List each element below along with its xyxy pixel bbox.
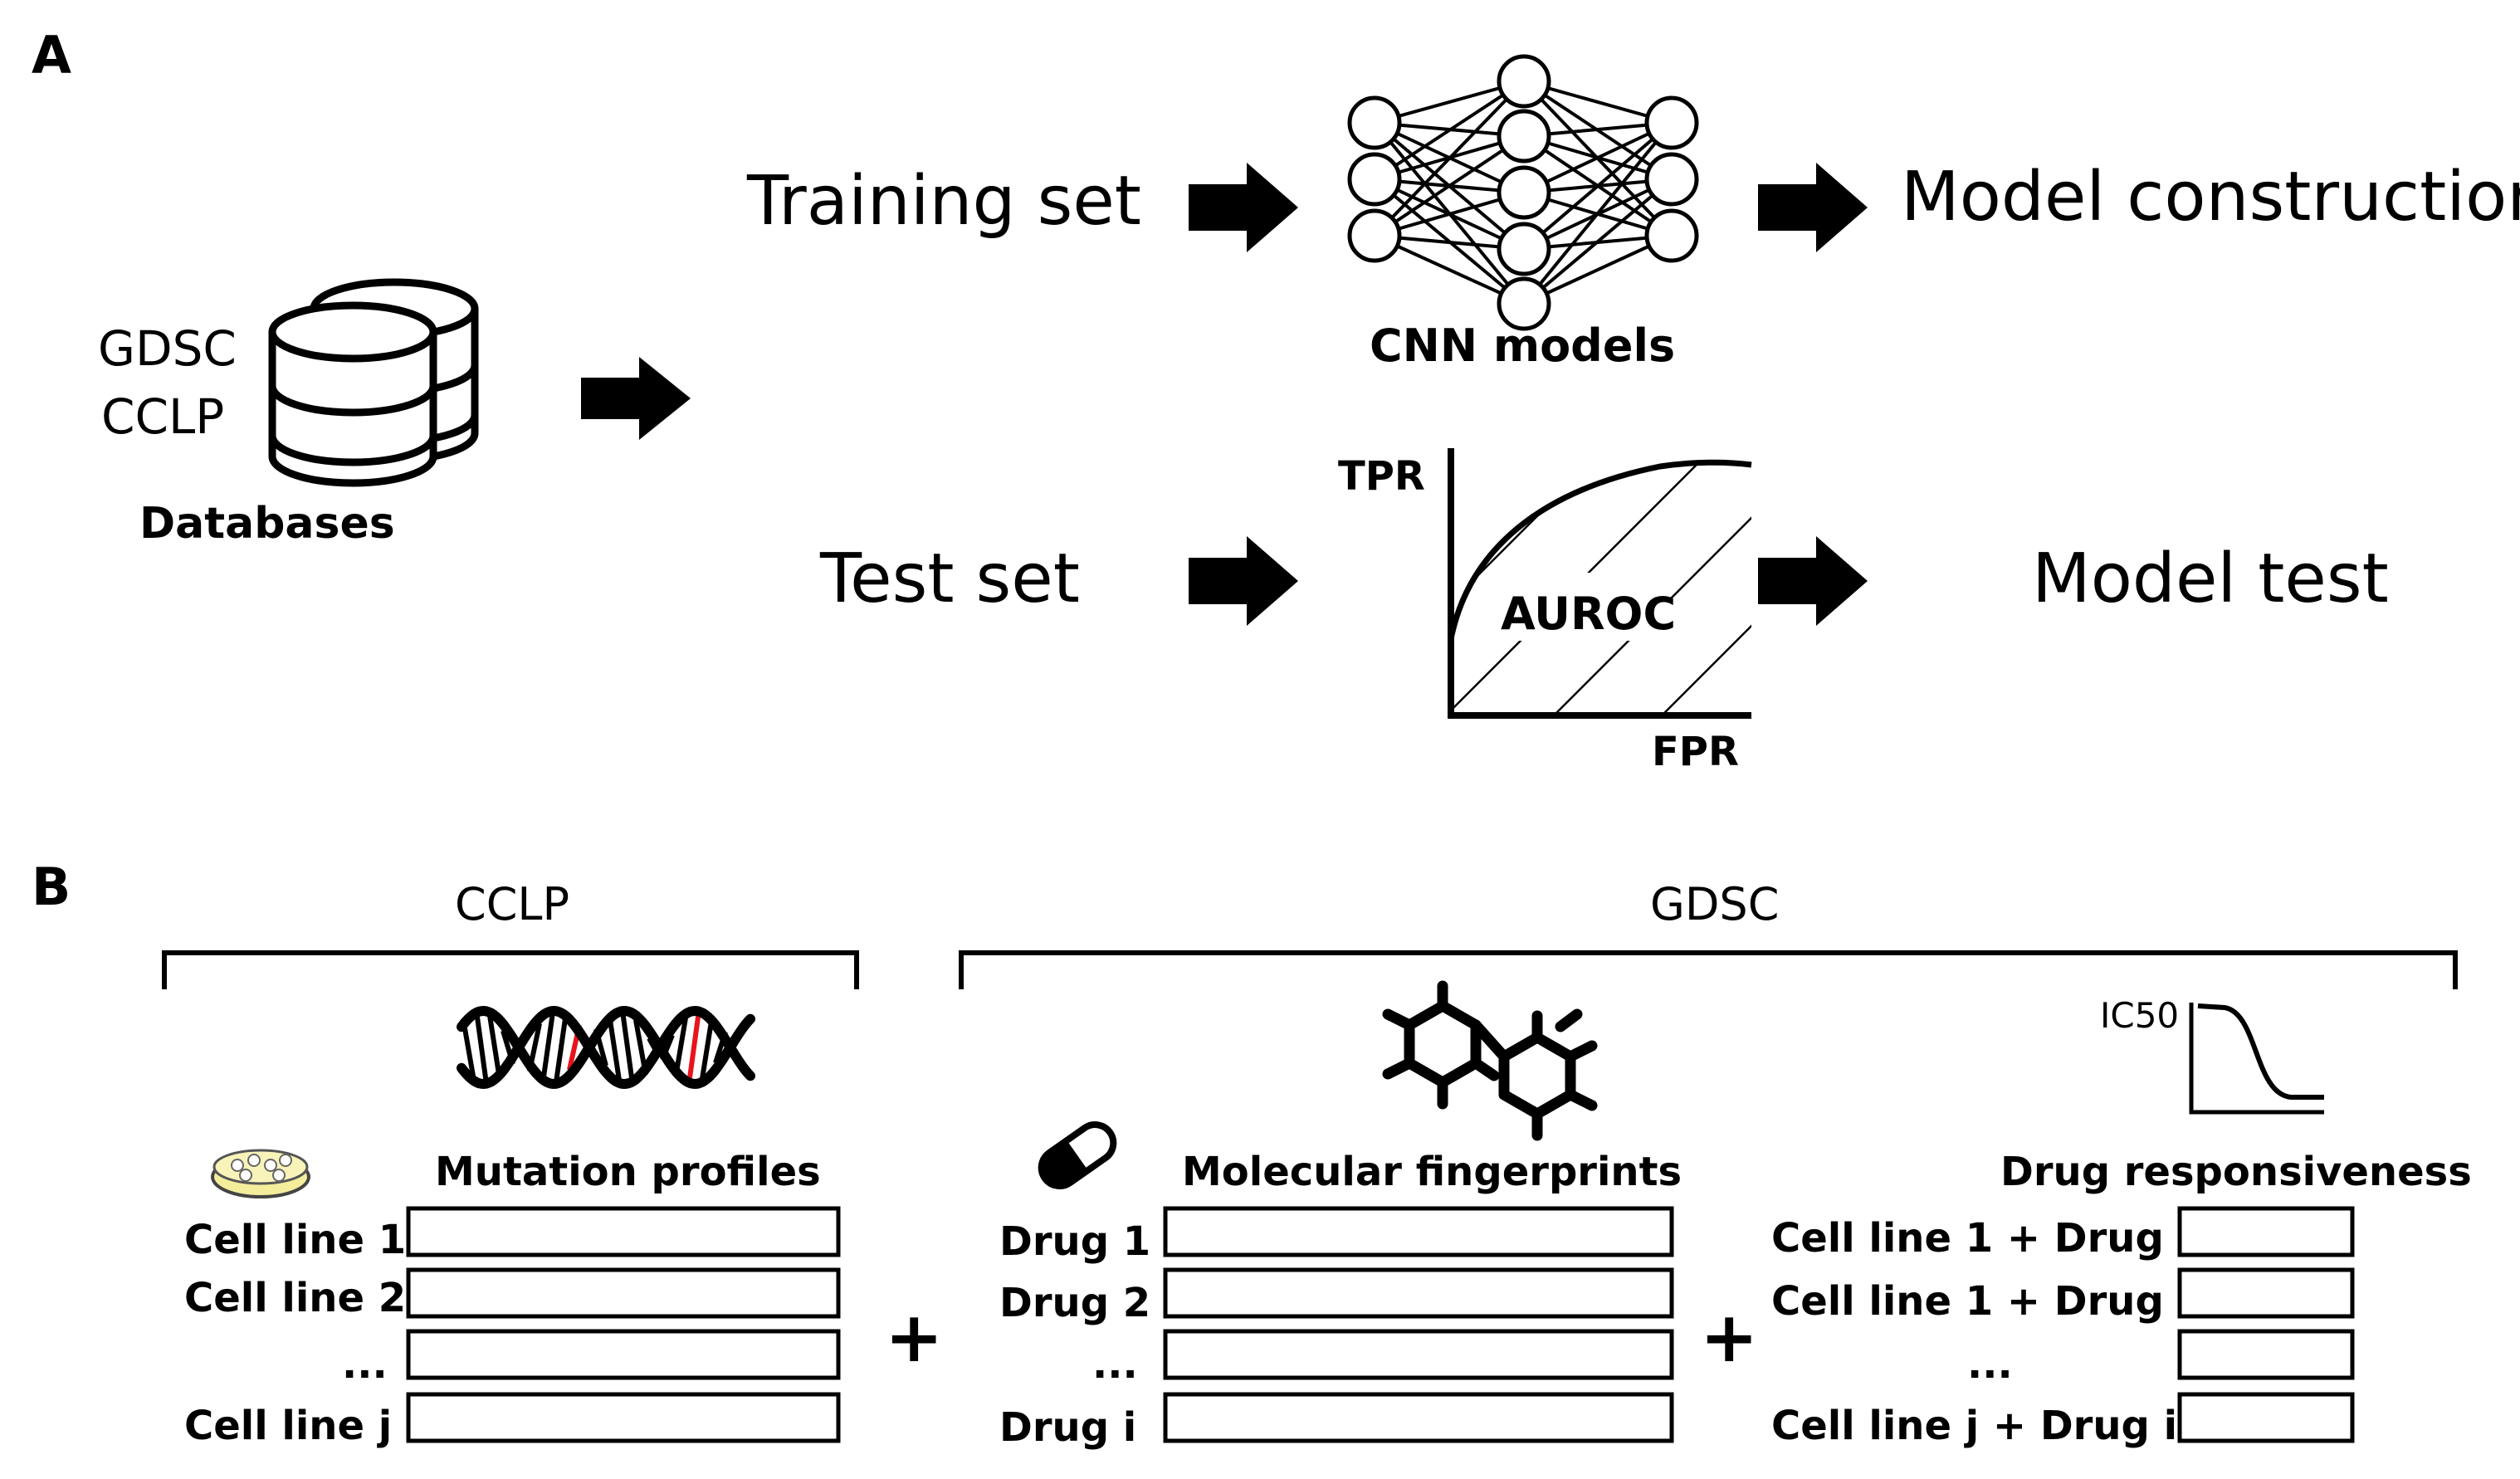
- arrow-right-icon: [1189, 536, 1298, 626]
- table-row-label: ...: [342, 1341, 388, 1388]
- database-cclp-label: CCLP: [101, 388, 224, 445]
- response-value-box: [2177, 1329, 2355, 1380]
- petri-dish-icon: [211, 1149, 310, 1198]
- neuron-node: [1497, 109, 1551, 164]
- neuron-node: [1644, 208, 1699, 263]
- drug-responsiveness-title: Drug responsiveness: [2000, 1149, 2472, 1195]
- neuron-node: [1497, 276, 1551, 331]
- response-value-box: [2177, 1392, 2355, 1443]
- gdsc-bracket: [959, 950, 2458, 989]
- table-row-label: ...: [1967, 1341, 2013, 1388]
- arrow-right-icon: [1189, 163, 1298, 252]
- neuron-node: [1347, 95, 1402, 150]
- molecular-fingerprints-title: Molecular fingerprints: [1182, 1149, 1682, 1195]
- dna-helix-icon: [457, 1005, 755, 1090]
- drug-responsiveness-table: Cell line 1 + Drug 1 Cell line 1 + Drug …: [1771, 1206, 2355, 1449]
- roc-auroc-label: AUROC: [1501, 588, 1676, 640]
- neuron-node: [1644, 152, 1699, 207]
- panel-a-label: A: [32, 25, 71, 85]
- cnn-models-caption: CNN models: [1370, 320, 1675, 372]
- table-row-label: Cell line 1 + Drug 1: [1771, 1215, 2205, 1262]
- gdsc-header: GDSC: [1650, 878, 1779, 930]
- neuron-node: [1347, 208, 1402, 263]
- neural-network-icon: [1347, 54, 1699, 331]
- pill-icon: [1038, 1121, 1117, 1189]
- table-row-label: Cell line 1 + Drug 2: [1771, 1278, 2205, 1325]
- mutation-profile-vector: [406, 1206, 841, 1257]
- table-row-label: Cell line j: [184, 1403, 392, 1449]
- fingerprint-vector: [1163, 1206, 1674, 1257]
- database-icon: [268, 278, 479, 487]
- cclp-header: CCLP: [455, 878, 569, 930]
- model-test-label: Model test: [2032, 539, 2389, 618]
- response-value-box: [2177, 1267, 2355, 1319]
- neuron-node: [1347, 152, 1402, 207]
- plus-sign: +: [1700, 1296, 1758, 1378]
- databases-caption: Databases: [139, 499, 395, 549]
- fingerprint-vector: [1163, 1267, 1674, 1319]
- panel-b-label: B: [32, 857, 71, 917]
- ic50-curve-icon: [2189, 1003, 2324, 1115]
- molecule-icon: [1382, 980, 1598, 1141]
- neuron-node: [1497, 222, 1551, 276]
- table-row-label: Cell line 2: [184, 1275, 406, 1321]
- table-row-label: Drug i: [999, 1404, 1136, 1451]
- table-row-label: Drug 1: [999, 1218, 1150, 1265]
- model-construction-label: Model construction: [1901, 158, 2520, 237]
- training-set-label: Training set: [746, 162, 1141, 241]
- response-value-box: [2177, 1206, 2355, 1257]
- table-row-label: Drug 2: [999, 1280, 1150, 1326]
- table-row-label: ...: [1092, 1341, 1138, 1388]
- arrow-right-icon: [581, 357, 691, 440]
- mutation-profile-vector: [406, 1392, 841, 1443]
- roc-tpr-label: TPR: [1338, 453, 1425, 500]
- neuron-node: [1497, 54, 1551, 109]
- ic50-label: IC50: [2100, 995, 2179, 1036]
- database-gdsc-label: GDSC: [98, 320, 237, 377]
- table-row-label: Cell line 1: [184, 1217, 406, 1263]
- arrow-right-icon: [1758, 163, 1868, 252]
- roc-fpr-label: FPR: [1652, 729, 1739, 775]
- mutation-profiles-title: Mutation profiles: [435, 1149, 821, 1195]
- arrow-right-icon: [1758, 536, 1868, 626]
- mutation-profile-vector: [406, 1267, 841, 1319]
- test-set-label: Test set: [819, 539, 1080, 618]
- mutation-profiles-table: Cell line 1 Cell line 2 ... Cell line j: [184, 1206, 841, 1449]
- plus-sign: +: [885, 1296, 943, 1378]
- roc-curve-icon: [1448, 448, 1752, 719]
- cclp-bracket: [162, 950, 859, 989]
- table-row-label: Cell line j + Drug i: [1771, 1403, 2177, 1449]
- mutation-profile-vector: [406, 1329, 841, 1380]
- fingerprint-vector: [1163, 1329, 1674, 1380]
- fingerprint-vector: [1163, 1392, 1674, 1443]
- neuron-node: [1644, 95, 1699, 150]
- neuron-node: [1497, 165, 1551, 220]
- molecular-fingerprints-table: Drug 1 Drug 2 ... Drug i: [999, 1206, 1674, 1451]
